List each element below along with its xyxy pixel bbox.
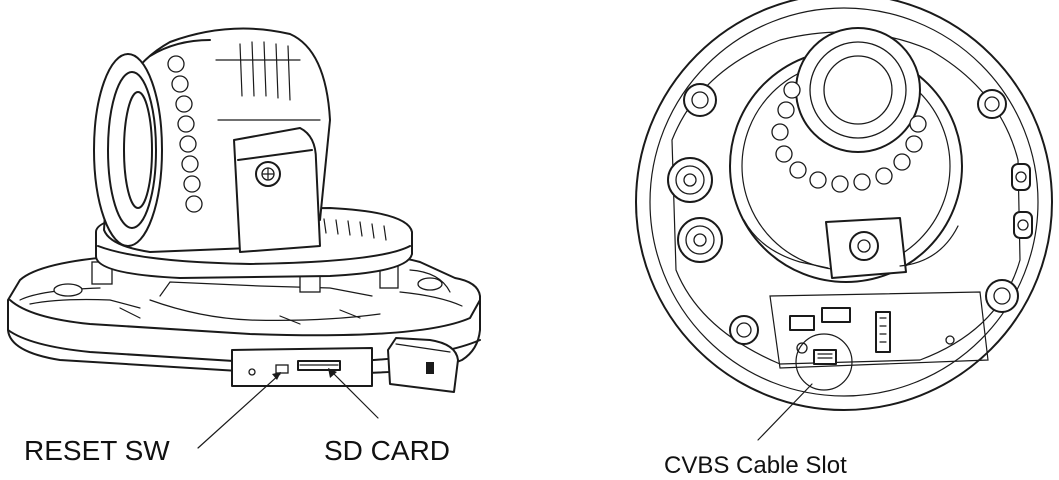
mounting-holes [683, 83, 1019, 345]
sd-cover-flap [387, 337, 459, 393]
cvbs-leader [757, 383, 813, 441]
sd-card-arrowhead [328, 368, 337, 378]
cvbs-slot-label: CVBS Cable Slot [664, 452, 847, 479]
reset-switch-arrowhead [272, 372, 281, 380]
camera-side-view: RESET SW SD CARD [7, 27, 481, 466]
camera-tilt-bracket [233, 127, 321, 253]
sd-card-label: SD CARD [324, 435, 450, 466]
circuit-board [769, 291, 989, 369]
reset-switch-label: RESET SW [24, 435, 170, 466]
ir-led-ring [771, 81, 927, 193]
dome-lens-assembly [729, 27, 963, 283]
camera-top-view: CVBS Cable Slot [635, 0, 1053, 479]
camera-base-housing [7, 250, 481, 375]
side-connectors [667, 157, 1033, 263]
ir-led-column [167, 55, 203, 213]
cvbs-cable-slot[interactable] [795, 333, 853, 391]
sd-card-leader [329, 369, 379, 419]
reset-switch[interactable] [275, 364, 289, 374]
sd-card-panel [231, 347, 373, 387]
reset-switch-leader [197, 373, 281, 449]
